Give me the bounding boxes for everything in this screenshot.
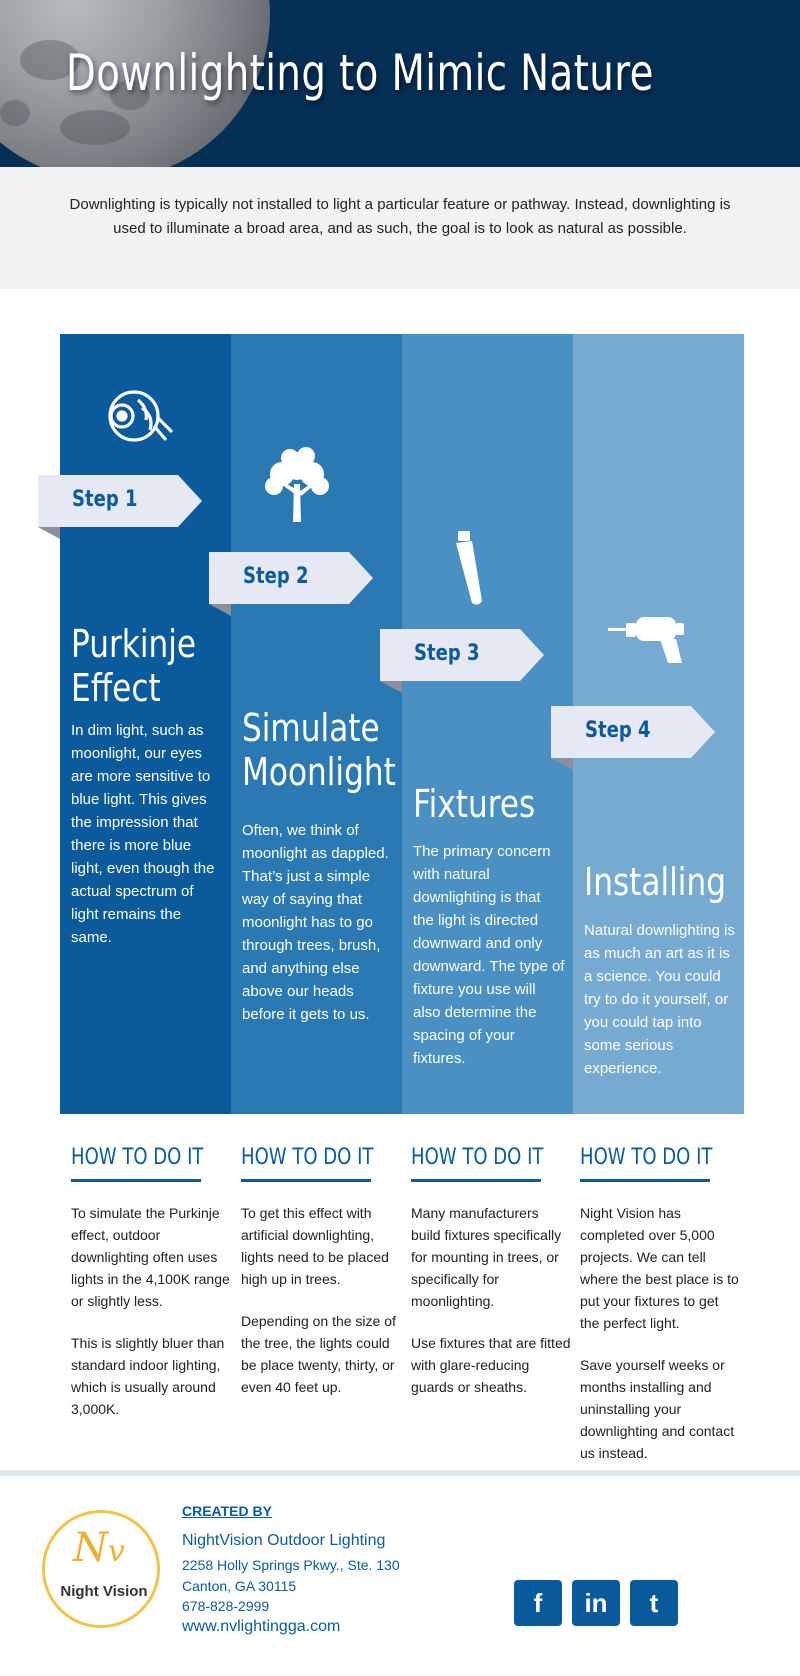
fixture-icon: [456, 531, 482, 605]
footer-divider: [0, 1470, 800, 1476]
howto-1: HOW TO DO IT To simulate the Purkinje ef…: [71, 1145, 231, 1420]
drill-icon: [608, 617, 684, 663]
eye-icon: [108, 390, 174, 442]
step-tag-1: Step 1: [38, 475, 203, 539]
address-line-2: Canton, GA 30115: [182, 1578, 297, 1594]
created-by-label: CREATED BY: [182, 1503, 272, 1519]
step-title-3: Fixtures: [413, 782, 536, 826]
intro-text: Downlighting is typically not installed …: [69, 196, 731, 237]
howto-text: To simulate the Purkinje effect, outdoor…: [71, 1205, 230, 1309]
step-column-3: [402, 334, 573, 1114]
twitter-icon: t: [649, 1588, 659, 1618]
step-text-4: Natural downlighting is as much an art a…: [584, 922, 735, 1077]
website-link[interactable]: www.nvlightingga.com: [182, 1618, 341, 1635]
hero-banner: Downlighting to Mimic Nature: [0, 0, 800, 167]
intro-section: Downlighting is typically not installed …: [0, 167, 800, 289]
step-tag-3: Step 3: [380, 629, 545, 693]
address-line-1: 2258 Holly Springs Pkwy., Ste. 130: [182, 1557, 400, 1573]
logo-name: Night Vision: [60, 1583, 148, 1600]
howto-text: Save yourself weeks or months installing…: [580, 1357, 735, 1461]
howto-text: Many manufacturers build fixtures specif…: [411, 1205, 562, 1309]
step-title-4: Installing: [584, 860, 726, 904]
nightvision-logo: Nv Night Vision: [42, 1510, 160, 1628]
howto-heading: HOW TO DO IT: [411, 1145, 544, 1170]
howto-text: Night Vision has completed over 5,000 pr…: [580, 1205, 739, 1331]
step-text-3: The primary concern with natural downlig…: [413, 843, 565, 1067]
step-text-2: Often, we think of moonlight as dappled.…: [242, 822, 389, 1023]
twitter-button[interactable]: t: [630, 1580, 678, 1626]
page-title: Downlighting to Mimic Nature: [66, 44, 654, 102]
facebook-icon: f: [533, 1588, 543, 1618]
howto-text: Use fixtures that are fitted with glare-…: [411, 1335, 571, 1395]
step-tag-4: Step 4: [551, 706, 716, 770]
howto-heading: HOW TO DO IT: [241, 1145, 374, 1170]
howto-text: Depending on the size of the tree, the l…: [241, 1313, 396, 1395]
company-name: NightVision Outdoor Lighting: [182, 1532, 386, 1549]
moon-image: [0, 0, 270, 167]
step-text-1: In dim light, such as moonlight, our eye…: [71, 722, 215, 946]
facebook-button[interactable]: f: [514, 1580, 562, 1626]
howto-heading: HOW TO DO IT: [71, 1145, 204, 1170]
tree-icon: [265, 447, 329, 522]
howto-2: HOW TO DO IT To get this effect with art…: [241, 1145, 401, 1398]
linkedin-icon: in: [584, 1588, 608, 1618]
howto-4: HOW TO DO IT Night Vision has completed …: [580, 1145, 740, 1464]
howto-3: HOW TO DO IT Many manufacturers build fi…: [411, 1145, 571, 1398]
step-tag-2: Step 2: [209, 552, 374, 616]
step-column-1: [60, 334, 231, 1114]
phone-number: 678-828-2999: [182, 1598, 270, 1614]
howto-heading: HOW TO DO IT: [580, 1145, 713, 1170]
logo-monogram: Nv: [73, 1525, 125, 1571]
linkedin-button[interactable]: in: [572, 1580, 620, 1626]
howto-text: This is slightly bluer than standard ind…: [71, 1335, 225, 1417]
howto-text: To get this effect with artificial downl…: [241, 1205, 389, 1287]
